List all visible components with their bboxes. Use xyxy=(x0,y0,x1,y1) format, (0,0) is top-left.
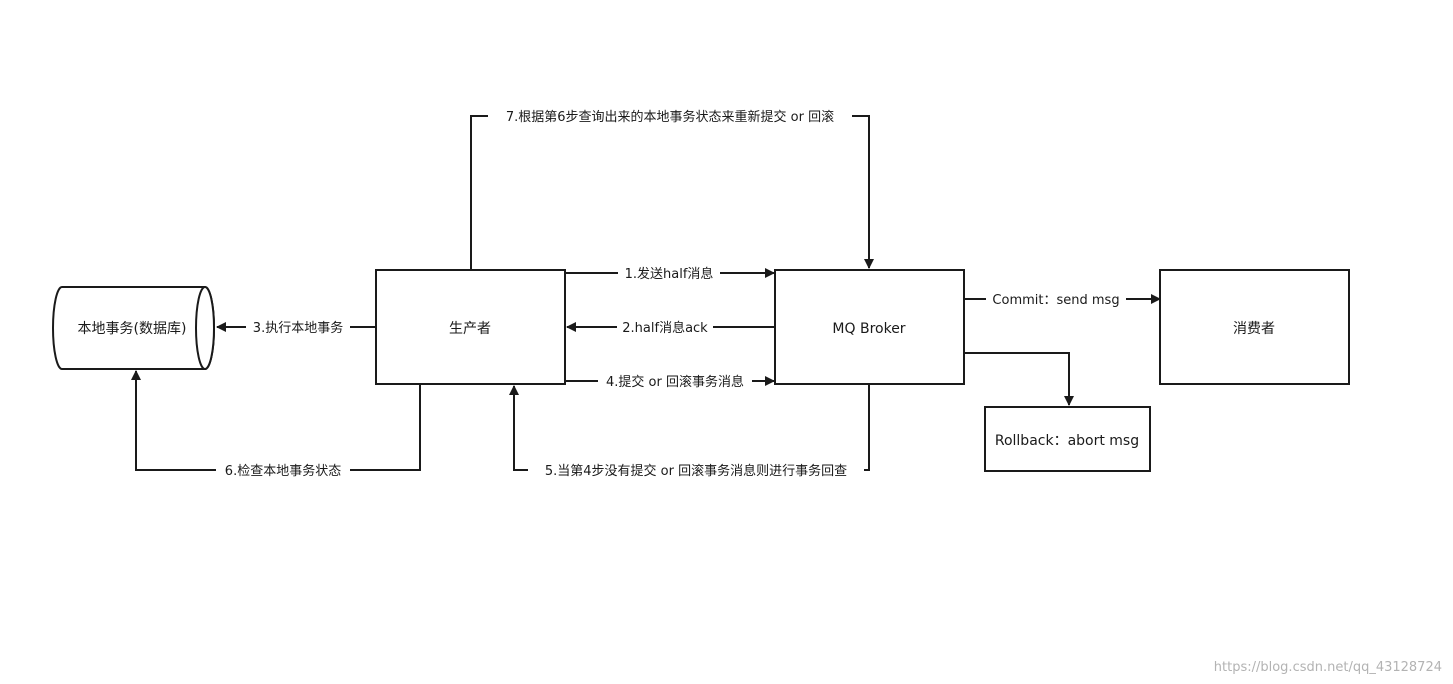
watermark: https://blog.csdn.net/qq_43128724 xyxy=(1214,660,1442,675)
node-producer-label: 生产者 xyxy=(449,321,491,337)
node-database-label: 本地事务(数据库) xyxy=(78,321,187,337)
node-producer: 生产者 xyxy=(375,269,566,385)
edge-step4-label: 4.提交 or 回滚事务消息 xyxy=(606,374,744,390)
node-consumer-label: 消费者 xyxy=(1233,321,1275,337)
node-broker: MQ Broker xyxy=(774,269,965,385)
edge-step1-label: 1.发送half消息 xyxy=(625,266,714,282)
edge-step3-label: 3.执行本地事务 xyxy=(253,320,343,336)
node-consumer: 消费者 xyxy=(1159,269,1350,385)
node-broker-label: MQ Broker xyxy=(832,321,905,337)
edge-step6-label: 6.检查本地事务状态 xyxy=(225,463,341,479)
edge-step7-line xyxy=(470,115,874,270)
edge-step5-label: 5.当第4步没有提交 or 回滚事务消息则进行事务回查 xyxy=(545,463,847,479)
edge-step2-label: 2.half消息ack xyxy=(622,320,708,336)
node-rollback-label: Rollback：abort msg xyxy=(995,433,1139,449)
edge-commit-label: Commit：send msg xyxy=(992,293,1119,308)
node-database: 本地事务(数据库) xyxy=(52,286,215,370)
edge-step5-line xyxy=(509,384,870,471)
edge-step7-label: 7.根据第6步查询出来的本地事务状态来重新提交 or 回滚 xyxy=(506,109,834,125)
edge-step6-line xyxy=(131,370,421,471)
edge-rollback-line xyxy=(964,352,1074,406)
node-rollback: Rollback：abort msg xyxy=(984,406,1151,472)
